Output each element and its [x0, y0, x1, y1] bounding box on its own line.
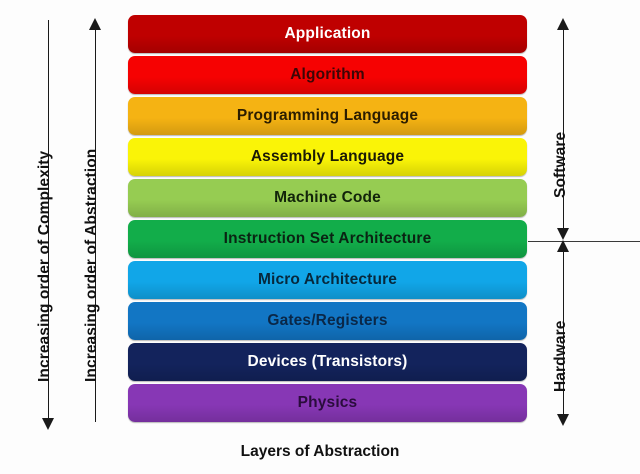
layer-bar-machine-code[interactable]: Machine Code [128, 179, 527, 217]
abstraction-axis-line [95, 30, 96, 422]
layer-bar-algorithm[interactable]: Algorithm [128, 56, 527, 94]
software-bracket-label: Software [552, 131, 569, 198]
layer-bar-instruction-set-architecture[interactable]: Instruction Set Architecture [128, 220, 527, 258]
software-hardware-divider [528, 241, 640, 242]
layer-label: Assembly Language [250, 148, 405, 165]
layer-label: Machine Code [274, 189, 381, 206]
layer-bar-assembly-language[interactable]: Assembly Language [128, 138, 527, 176]
hardware-bracket-label: Hardware [552, 320, 569, 392]
software-bracket-line [563, 28, 564, 236]
software-arrow-down-icon [557, 228, 569, 240]
abstraction-axis-label: Increasing order of Abstraction [83, 148, 100, 382]
hardware-arrow-up-icon [557, 240, 569, 252]
complexity-axis-label: Increasing order of Complexity [36, 150, 53, 382]
layer-bar-application[interactable]: Application [128, 15, 527, 53]
layer-label: Gates/Registers [267, 312, 388, 329]
layer-bar-programming-language[interactable]: Programming Language [128, 97, 527, 135]
layer-label: Algorithm [290, 66, 365, 83]
diagram-caption: Layers of Abstraction [240, 443, 400, 460]
layer-label: Programming Language [236, 107, 419, 124]
layer-label: Instruction Set Architecture [223, 230, 432, 247]
layer-label: Application [284, 25, 371, 42]
layer-bar-gates-registers[interactable]: Gates/Registers [128, 302, 527, 340]
layer-bar-micro-architecture[interactable]: Micro Architecture [128, 261, 527, 299]
layer-bar-physics[interactable]: Physics [128, 384, 527, 422]
layer-label: Micro Architecture [257, 271, 398, 288]
abstraction-arrow-up-icon [89, 18, 101, 30]
layer-bar-devices-transistors[interactable]: Devices (Transistors) [128, 343, 527, 381]
layer-label: Physics [297, 394, 358, 411]
hardware-bracket-line [563, 248, 564, 420]
hardware-arrow-down-icon [557, 414, 569, 426]
complexity-axis-line [48, 20, 49, 420]
complexity-arrow-down-icon [42, 418, 54, 430]
layer-stack: Application Algorithm Programming Langua… [128, 15, 527, 425]
software-arrow-up-icon [557, 18, 569, 30]
layer-label: Devices (Transistors) [247, 353, 408, 370]
